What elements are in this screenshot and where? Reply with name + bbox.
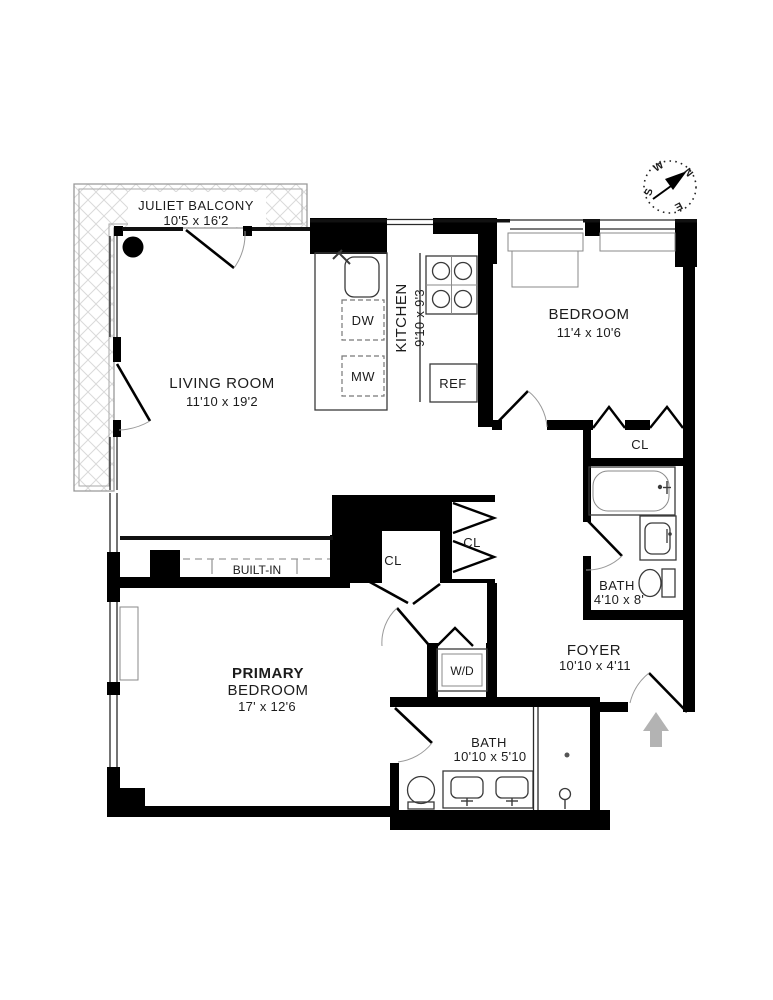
label-hall-closet: CL bbox=[463, 535, 481, 550]
kitchen-fixtures bbox=[314, 249, 478, 411]
left-wall-windows bbox=[109, 236, 118, 767]
bifold-door-icon bbox=[452, 539, 498, 574]
label-primary-bedroom-dims: 17' x 12'6 bbox=[238, 699, 296, 714]
compass-needle-icon bbox=[665, 171, 687, 190]
door-leaf bbox=[367, 579, 409, 605]
label-living-room-dims: 11'10 x 19'2 bbox=[186, 394, 258, 409]
label-living-room-name: LIVING ROOM bbox=[169, 375, 275, 392]
toilet-bowl bbox=[406, 775, 436, 805]
faucet-icon bbox=[332, 249, 343, 260]
doors bbox=[115, 228, 688, 763]
washer-dryer-box bbox=[436, 648, 488, 692]
label-washer-dryer: W/D bbox=[450, 664, 474, 678]
label-juliet-balcony-name: JULIET BALCONY bbox=[138, 198, 254, 213]
door-leaf bbox=[492, 390, 529, 428]
washer-dryer bbox=[436, 626, 488, 692]
column bbox=[122, 236, 144, 258]
label-dishwasher: DW bbox=[352, 313, 375, 328]
label-kitchen-name: KITCHEN bbox=[393, 283, 410, 352]
thin-walls bbox=[120, 219, 697, 540]
compass-south: S bbox=[642, 187, 655, 197]
door-leaf bbox=[412, 582, 441, 606]
label-ensuite-bath-dims: 4'10 x 8' bbox=[594, 592, 644, 607]
label-primary-bath-name: BATH bbox=[471, 735, 507, 750]
door-leaf bbox=[396, 607, 429, 645]
door-leaf bbox=[185, 228, 235, 270]
compass-east: E bbox=[673, 199, 685, 213]
window-sill bbox=[507, 232, 584, 252]
label-primary-bedroom-line1: PRIMARY bbox=[232, 665, 304, 682]
label-ensuite-bath-name: BATH bbox=[599, 578, 635, 593]
burner-icon bbox=[431, 261, 451, 281]
shower-head-icon bbox=[558, 787, 572, 801]
label-mid-closet: CL bbox=[384, 553, 402, 568]
refrigerator-box bbox=[429, 363, 478, 403]
built-in bbox=[183, 558, 330, 574]
kitchen-island-counter bbox=[314, 252, 388, 411]
vanity-sink bbox=[450, 776, 484, 799]
toilet-bowl bbox=[638, 568, 662, 598]
label-built-in: BUILT-IN bbox=[233, 563, 281, 577]
compass-rose: W N E S bbox=[642, 159, 697, 214]
bathtub bbox=[588, 466, 676, 516]
primary-bath-fixtures bbox=[406, 707, 572, 810]
balcony-inner-frame bbox=[78, 188, 303, 487]
door-leaf bbox=[587, 520, 623, 557]
feature-labels: CL CL CL BUILT-IN W/D DW MW REF bbox=[233, 313, 649, 678]
dishwasher-box bbox=[341, 299, 385, 341]
ac-unit bbox=[511, 250, 579, 288]
label-kitchen-dims: 9'10 x 9'3 bbox=[412, 289, 427, 347]
kitchen-sink bbox=[344, 256, 380, 298]
bifold-door-icon bbox=[452, 501, 498, 535]
label-bedroom-name: BEDROOM bbox=[548, 306, 629, 323]
bifold-door-icon bbox=[592, 405, 626, 429]
windows bbox=[109, 217, 676, 767]
label-primary-bedroom-line2: BEDROOM bbox=[227, 682, 308, 699]
toilet-tank bbox=[661, 568, 676, 598]
juliet-balcony bbox=[73, 183, 308, 492]
bifold-door-icon bbox=[436, 626, 474, 647]
label-microwave: MW bbox=[351, 369, 375, 384]
ensuite-bath-fixtures bbox=[588, 466, 677, 598]
label-bedroom-dims: 11'4 x 10'6 bbox=[557, 325, 621, 340]
vanity-sink bbox=[644, 522, 671, 555]
label-foyer-dims: 10'10 x 4'11 bbox=[559, 658, 631, 673]
window-sill bbox=[119, 606, 139, 681]
tub-faucet-icon bbox=[657, 484, 663, 490]
label-primary-bath-dims: 10'10 x 5'10 bbox=[454, 749, 527, 764]
label-foyer-name: FOYER bbox=[567, 642, 621, 659]
faucet-icon bbox=[337, 251, 351, 265]
compass-north: N bbox=[681, 166, 695, 179]
sink-faucet-icon bbox=[668, 532, 672, 536]
compass-west: W bbox=[651, 159, 666, 174]
entry-door-leaf bbox=[648, 672, 688, 713]
entry-arrow-icon bbox=[643, 712, 669, 747]
microwave-box bbox=[341, 355, 385, 397]
burner-icon bbox=[453, 261, 473, 281]
vanity-sink bbox=[495, 776, 529, 799]
room-labels: JULIET BALCONY 10'5 x 16'2 LIVING ROOM 1… bbox=[138, 198, 644, 764]
vanity bbox=[639, 515, 677, 561]
toilet-tank bbox=[407, 801, 435, 810]
shower-control-icon bbox=[564, 752, 570, 758]
door-leaf bbox=[115, 363, 152, 422]
burner-icon bbox=[453, 289, 473, 309]
closet-notches bbox=[382, 502, 495, 584]
label-refrigerator: REF bbox=[439, 376, 467, 391]
label-juliet-balcony-dims: 10'5 x 16'2 bbox=[163, 213, 228, 228]
balcony-label-backing bbox=[128, 192, 266, 227]
bathtub-inner bbox=[592, 470, 670, 512]
window-sill bbox=[599, 232, 676, 252]
door-leaf bbox=[394, 707, 433, 744]
bifold-door-icon bbox=[649, 405, 684, 429]
burner-icon bbox=[431, 289, 451, 309]
label-bedroom-closet: CL bbox=[631, 437, 649, 452]
